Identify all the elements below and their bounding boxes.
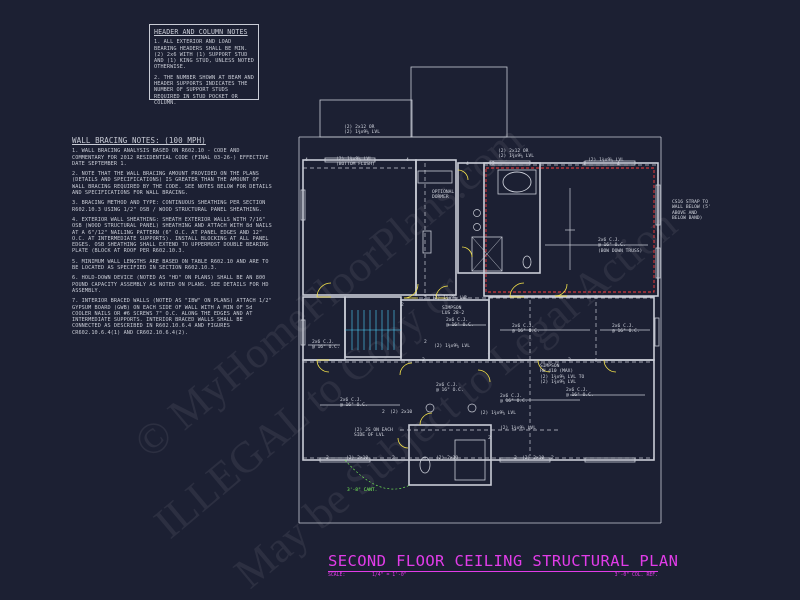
bracing-note-5: 5. MINIMUM WALL LENGTHS ARE BASED ON TAB… (72, 258, 269, 272)
plan-title: SECOND FLOOR CEILING STRUCTURAL PLAN (328, 552, 679, 570)
stud-count-2e: 2 (401, 303, 404, 308)
stud-count-4a: 4 (305, 158, 308, 163)
bathtub (502, 171, 532, 193)
title-underline (328, 571, 658, 572)
master-bath (457, 162, 541, 274)
bath-lower (408, 424, 492, 486)
cj-label-bottom-left: 2x6 C.J. @ 16" O.C. (340, 398, 368, 409)
stud-count-2m: 2 (514, 456, 517, 461)
header-label-2x10-b: (2) 2x10 (346, 456, 369, 461)
beam-label-mid: (2) 1¾x9¼ LVL (432, 296, 468, 301)
closet-room (415, 159, 457, 296)
beam-label-bath: (2) 1¾x9¼ LVL (480, 411, 516, 416)
upper-right-suite (483, 162, 659, 297)
wall-bracing-notes: WALL BRACING NOTES: (100 MPH) 1. WALL BR… (72, 136, 272, 340)
column-reference: 3'-0" COL. REF. (614, 573, 658, 578)
header-label-2x10-d: (2) 2x10 (522, 456, 545, 461)
bracing-note-7: 7. INTERIOR BRACED WALLS (NOTED AS "IBW"… (72, 298, 272, 336)
roof-outline-top (410, 66, 508, 138)
stud-count-2g: 2 (422, 358, 425, 363)
beam-label-top: (2) 2x12 OR (2) 1¾x9¼ LVL (344, 125, 380, 136)
beam-label-bottom-flush: (2) 1¾x9¼ LVL (BOTTOM FLUSH) (336, 157, 375, 168)
beam-label-top-2: (2) 2x12 OR (2) 1¾x9¼ LVL (498, 149, 534, 160)
stud-count-2d: 2 (464, 296, 467, 301)
cj-label-center-2: 2x6 C.J. @ 16" O.C. (512, 324, 540, 335)
upper-left-room (302, 159, 417, 296)
beam-label-top-right: (2) 1¾x9¼ LVL (588, 158, 624, 163)
bracing-note-6: 6. HOLD-DOWN DEVICE (NOTED AS "HD" ON PL… (72, 275, 269, 294)
cj-label-center-1: 2x6 C.J. @ 16" O.C. (446, 318, 474, 329)
title-block: SECOND FLOOR CEILING STRUCTURAL PLAN SCA… (328, 552, 679, 578)
bracing-notes-title: WALL BRACING NOTES: (100 MPH) (72, 136, 206, 145)
header-label-2x10-c: (2) 2x10 (436, 456, 459, 461)
cj-label-bottom-mid: 2x6 C.J. @ 16" O.C. (436, 383, 464, 394)
bracing-note-1: 1. WALL BRACING ANALYSIS BASED ON R602.1… (72, 148, 269, 167)
bracing-note-4: 4. EXTERIOR WALL SHEATHING: SHEATH EXTER… (72, 216, 272, 255)
stud-count-2h: 2 (568, 358, 571, 363)
stud-count-2c: 2 (424, 296, 427, 301)
header-note-1: 1. ALL EXTERIOR AND LOAD BEARING HEADERS… (154, 39, 254, 71)
stud-count-4c: 4 (466, 162, 469, 167)
header-note-2: 2. THE NUMBER SHOWN AT BEAM AND HEADER S… (154, 74, 254, 106)
cj-label-left: 2x6 C.J. @ 16" O.C. (312, 340, 340, 351)
cj-label-right-2: 2x6 C.J. @ 16" O.C. (566, 388, 594, 399)
js-each-side-label: (2) JS ON EACH SIDE OF LVL (354, 428, 393, 439)
simpson-hu-label: SIMPSON HU 410 (MAX) (2) 1¾x9¼ LVL TO (2… (540, 364, 585, 386)
scale-label: SCALE: (328, 573, 346, 578)
header-notes-title: HEADER AND COLUMN NOTES (154, 28, 248, 36)
stud-count-2j: 2 (488, 436, 491, 441)
beam-label-bath-2: (2) 1¾x9¼ LVL (500, 426, 536, 431)
beam-red-box (485, 167, 655, 293)
stud-count-2l: 2 (392, 456, 395, 461)
shower (471, 236, 503, 272)
simpson-lus-label: SIMPSON LUS 28-2 (442, 306, 465, 317)
optional-dormer-label: OPTIONAL DORMER (432, 190, 455, 201)
stud-count-2b: 2 (583, 162, 586, 167)
bracing-note-2: 2. NOTE THAT THE WALL BRACING AMOUNT PRO… (72, 171, 272, 197)
bracing-note-3: 3. BRACING METHOD AND TYPE: CONTINUOUS S… (72, 200, 266, 213)
tub-lower (454, 439, 486, 481)
cj-label-right-1: 2x6 C.J. @ 16" O.C. (612, 324, 640, 335)
toilet-lower (419, 456, 431, 474)
stud-count-2i: 2 (382, 410, 385, 415)
header-label-2x10-a: (2) 2x10 (390, 410, 413, 415)
lower-span (302, 359, 655, 461)
stud-count-2a: 2 (492, 162, 495, 167)
beam-label-hall: (2) 1¾x9¼ LVL (434, 344, 470, 349)
stud-count-4b: 4 (406, 158, 409, 163)
toilet (522, 255, 532, 269)
stud-count-4d: 4 (617, 162, 620, 167)
cs16-strap-label: CS16 STRAP TO WALL BELOW (5' ABOVE AND B… (672, 200, 711, 222)
stud-count-2k: 2 (326, 456, 329, 461)
scale-value: 1/4" = 1'-0" (372, 573, 407, 578)
cj-label-bottom-right: 2x6 C.J. @ 16" O.C. (500, 394, 528, 405)
stair-area (344, 296, 402, 358)
stud-count-2f: 2 (424, 340, 427, 345)
stud-count-2n: 2 (551, 456, 554, 461)
cantilever-label: 3'-8" CANT. (347, 488, 378, 493)
bow-down-truss-label: 2x6 C.J. @ 16" O.C. (BOW DOWN TRUSS) (598, 238, 643, 254)
header-column-notes: HEADER AND COLUMN NOTES 1. ALL EXTERIOR … (149, 24, 259, 106)
